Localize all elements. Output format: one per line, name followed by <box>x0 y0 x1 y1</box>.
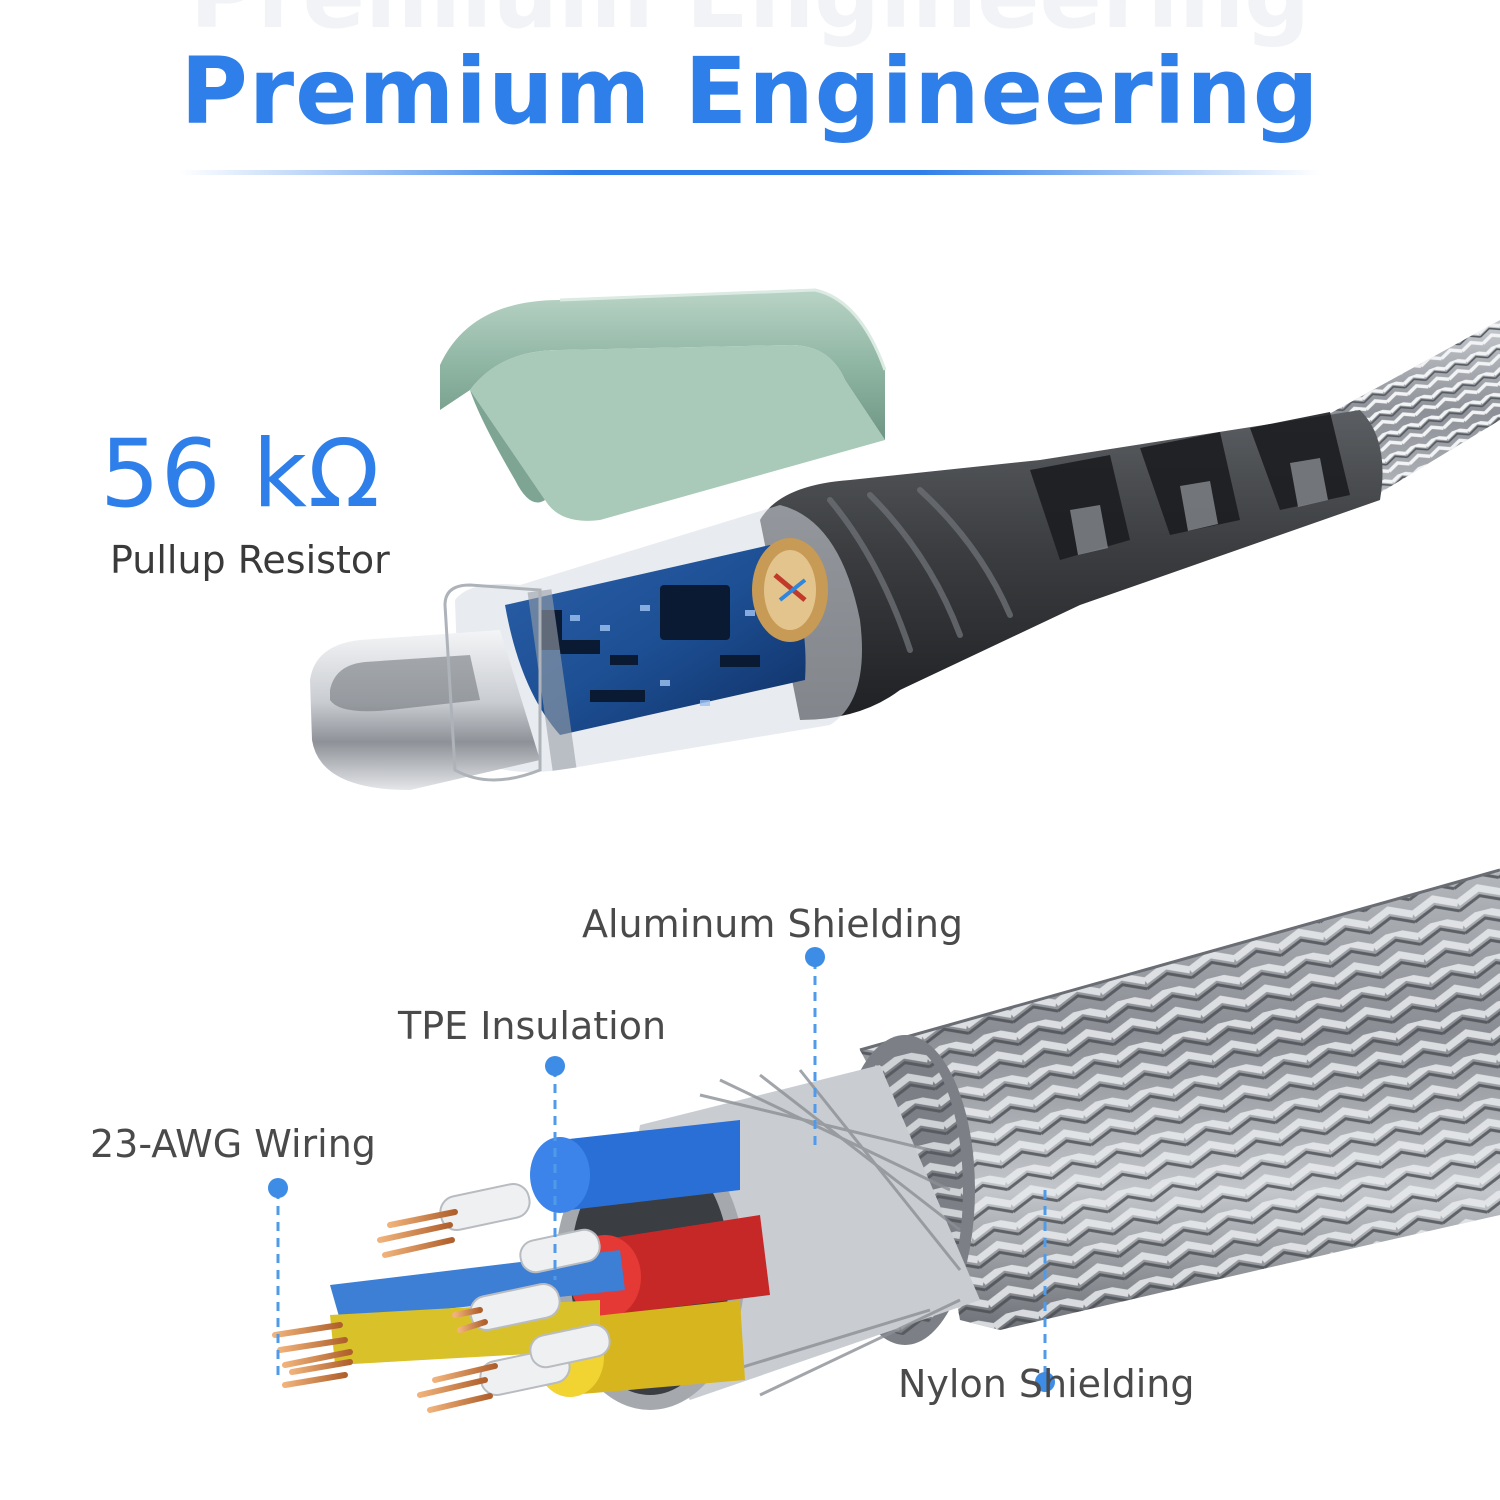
title-watermark: Premium Engineering <box>0 0 1500 49</box>
resistor-value: 56 kΩ <box>100 420 381 529</box>
metal-shell-cover <box>440 288 887 521</box>
callout-tpe-insulation: TPE Insulation <box>398 1004 667 1048</box>
usb-c-connector <box>310 320 1500 790</box>
cable-cross-section <box>272 868 1500 1413</box>
copper-strands <box>272 1182 611 1413</box>
title-underline <box>180 170 1320 175</box>
resistor-label: Pullup Resistor <box>110 538 390 582</box>
callout-markers <box>276 960 1047 1382</box>
callout-awg-wiring: 23-AWG Wiring <box>90 1122 376 1166</box>
page-title: Premium Engineering <box>180 38 1320 145</box>
callout-aluminum-shielding: Aluminum Shielding <box>582 902 964 946</box>
callout-dots <box>268 947 1055 1392</box>
callout-nylon-shielding: Nylon Shielding <box>898 1362 1195 1406</box>
